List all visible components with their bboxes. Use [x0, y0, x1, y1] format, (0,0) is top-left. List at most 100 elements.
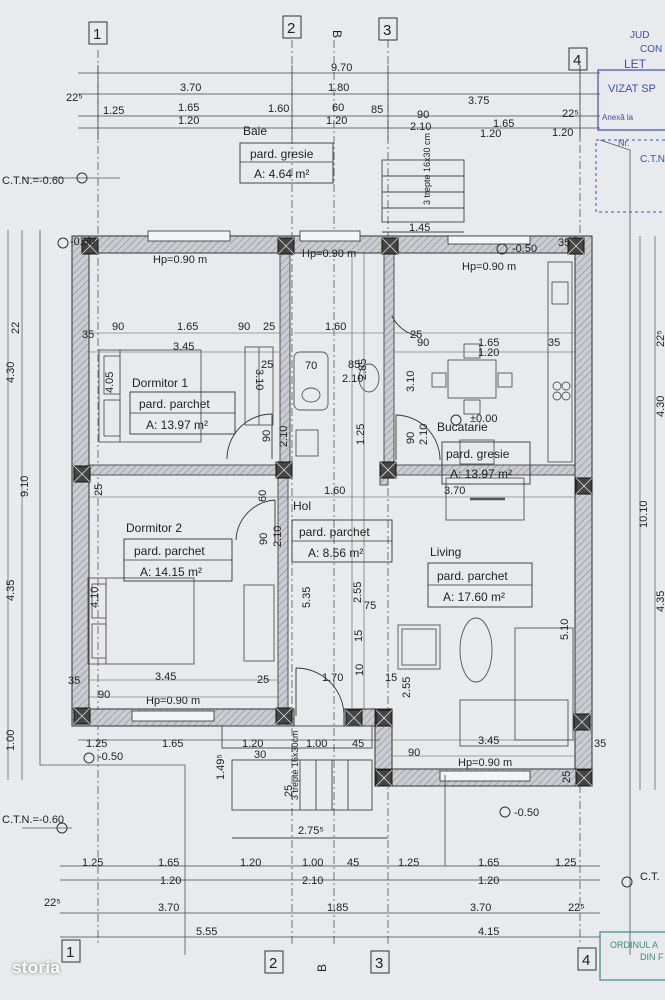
baie-dim-5: 2.10: [342, 373, 363, 385]
grid-markers-bottom: 1 2 3 4 B: [61, 939, 597, 974]
area-bucatarie: A: 13.97 m²: [450, 467, 512, 481]
door-d2-2: 2.10: [272, 526, 284, 547]
buc-row-2: 90: [417, 337, 429, 349]
room-name-living: Living: [430, 545, 461, 559]
hol-v-8: 15: [385, 672, 397, 684]
door-buc-2: 2.10: [418, 424, 430, 445]
stamp-text-4: VIZAT SP: [608, 83, 656, 95]
hp-dormitor2: Hp=0.90 m: [146, 695, 200, 707]
section-marker-bottom: B: [315, 964, 329, 972]
grid-marker-1-bottom: 1: [66, 944, 74, 961]
room-name-dormitor1: Dormitor 1: [132, 376, 188, 390]
dim-top-r1-3: 3.75: [468, 95, 489, 107]
area-dormitor2: A: 14.15 m²: [140, 565, 202, 579]
grid-markers-top: 1 2 3 4 B: [88, 15, 588, 71]
room-name-dormitor2: Dormitor 2: [126, 521, 182, 535]
floor-living: pard. parchet: [437, 569, 508, 583]
under-building-dims: 1.25 1.65 1.20 1.00 45: [86, 738, 364, 750]
d1-width: 3.45: [173, 341, 194, 353]
dim-right-1: 22⁵: [655, 330, 665, 347]
windows: [131, 230, 531, 782]
d2-width: 3.45: [155, 671, 176, 683]
buc-height: 3.10: [405, 371, 417, 392]
living-bottom-2: 35: [594, 738, 606, 750]
living-bottom-1: 90: [408, 747, 420, 759]
area-dormitor1: A: 13.97 m²: [146, 418, 208, 432]
d1-row-1: 35: [82, 329, 94, 341]
hol-v-5: 15: [353, 630, 365, 642]
dim-top-r2-3: 1.60: [268, 103, 289, 115]
floor-bucatarie: pard. gresie: [446, 447, 510, 461]
db-r1-5: 45: [347, 857, 359, 869]
hp-baie: Hp=0.90 m: [302, 248, 356, 260]
hol-v-7: 1.70: [322, 672, 343, 684]
top-stair-label: 3 trepte 16x30 cm: [422, 133, 432, 205]
hol-v-6: 10: [354, 664, 366, 676]
hp-bucatarie: Hp=0.90 m: [462, 261, 516, 273]
dim-top-r3-1: 1.20: [178, 115, 199, 127]
bottom-dimension-lines: [60, 775, 600, 938]
ub-3: 1.20: [242, 738, 263, 750]
ub-1: 1.25: [86, 738, 107, 750]
baie-dim-1: 3.10: [253, 369, 265, 390]
dim-top-22: 22⁵: [66, 92, 83, 104]
stamp-text-5: Anexă la: [602, 113, 634, 122]
baie-dim-4: 85: [348, 359, 360, 371]
dim-top-r2-2: 1.65: [178, 102, 199, 114]
porch-149: 1.49⁵: [215, 754, 227, 780]
top-stair: [381, 159, 465, 233]
doors: [226, 315, 441, 716]
porch-stair-label: 3 trepte 16x30cm: [290, 730, 300, 800]
room-hol: Hol pard. parchet A: 8.56 m²: [291, 499, 393, 563]
dim-top-total: 9.70: [331, 62, 352, 74]
column-crosses: [73, 237, 593, 787]
room-bucatarie: Bucatarie pard. gresie A: 13.97 m²: [437, 420, 531, 485]
dim-left-5: 1.00: [5, 730, 17, 751]
door-d2-1: 90: [258, 533, 270, 545]
d1-row-3: 1.65: [177, 321, 198, 333]
hol-v-4: 75: [364, 600, 376, 612]
room-dormitor1: Dormitor 1 pard. parchet A: 13.97 m²: [129, 376, 236, 435]
d1-row-4: 90: [238, 321, 250, 333]
grid-marker-3-bottom: 3: [375, 955, 383, 972]
db-r1b-1: 1.20: [160, 875, 181, 887]
hol-v-3: 2.55: [352, 582, 364, 603]
level-texts: C.T.N.=-0.60 C.T.N.=-0.60 C.T. -0.50 -0.…: [2, 175, 660, 883]
db-r1-3: 1.20: [240, 857, 261, 869]
level-tr: -0.50: [512, 243, 537, 255]
d2-height: 4.10: [89, 587, 101, 608]
stamp-bottom-1: ORDINUL A: [610, 940, 658, 950]
dim-top-r2-9: 22⁵: [562, 108, 579, 120]
buc-row-4: 1.20: [478, 347, 499, 359]
floor-baie: pard. gresie: [250, 147, 314, 161]
dim-right-4: 4.35: [655, 591, 665, 612]
living-width: 3.45: [478, 735, 499, 747]
porch: [221, 725, 388, 839]
baie-width: 1.60: [325, 321, 346, 333]
d1-row-2: 90: [112, 321, 124, 333]
window-heights: Hp=0.90 m Hp=0.90 m Hp=0.90 m Hp=0.90 m …: [146, 248, 516, 769]
door-buc-1: 90: [405, 432, 417, 444]
dim-top-r3-4: 1.20: [480, 128, 501, 140]
db-r2-4: 3.70: [470, 902, 491, 914]
stamp-text-3: LET: [624, 57, 647, 71]
room-dormitor2: Dormitor 2 pard. parchet A: 14.15 m²: [123, 521, 233, 582]
grid-marker-4-top: 4: [573, 52, 581, 69]
db-r3-2: 4.15: [478, 926, 499, 938]
hol-row-1: 1.60: [324, 485, 345, 497]
floor-hol: pard. parchet: [299, 525, 370, 539]
dim-top-r2-1: 1.25: [103, 105, 124, 117]
stamp-text-7: C.T.N: [640, 154, 665, 165]
side-dim-lines: [7, 230, 656, 790]
baie-dim-6: 25: [261, 359, 273, 371]
buc-row-3: 1.65: [478, 337, 499, 349]
dim-top-r2-7: 1.65: [493, 118, 514, 130]
baie-dim-2: 2.85: [357, 359, 369, 380]
dim-right-2: 4.30: [655, 396, 665, 417]
dim-top-r1-2: 1.80: [328, 82, 349, 94]
level-tl: -0.50: [70, 236, 95, 248]
grid-marker-3-top: 3: [383, 22, 391, 39]
dim-left-2: 4.30: [5, 362, 17, 383]
